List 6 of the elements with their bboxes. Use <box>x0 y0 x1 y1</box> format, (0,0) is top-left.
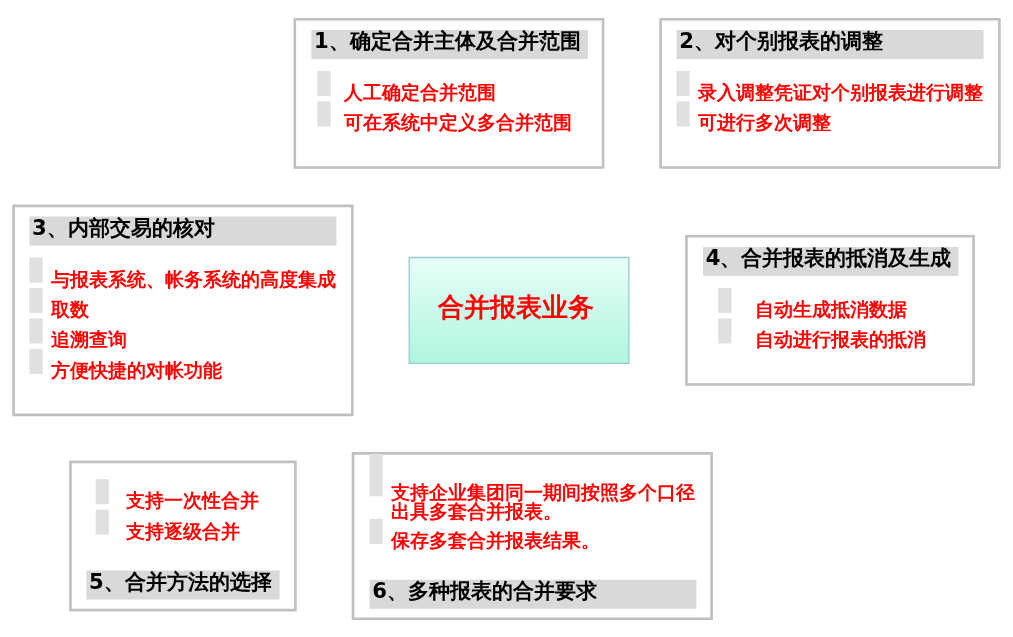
node-box: 4、合并报表的抵消及生成 自动生成抵消数据 自动进行报表的抵消 <box>685 234 975 386</box>
node-box: 1、确定合并主体及合并范围 人工确定合并范围 可在系统中定义多合并范围 <box>293 17 605 169</box>
node-box: 3、内部交易的核对 与报表系统、帐务系统的高度集成 取数 追溯查询 方便快捷的对帐功能 <box>12 204 354 416</box>
node-box: 支持一次性合并 支持逐级合并 5、合并方法的选择 <box>69 460 297 611</box>
node-box: 合并报表业务 <box>408 256 630 364</box>
node-box: 2、对个别报表的调整 录入调整凭证对个别报表进行调整 可进行多次调整 <box>659 17 1001 169</box>
